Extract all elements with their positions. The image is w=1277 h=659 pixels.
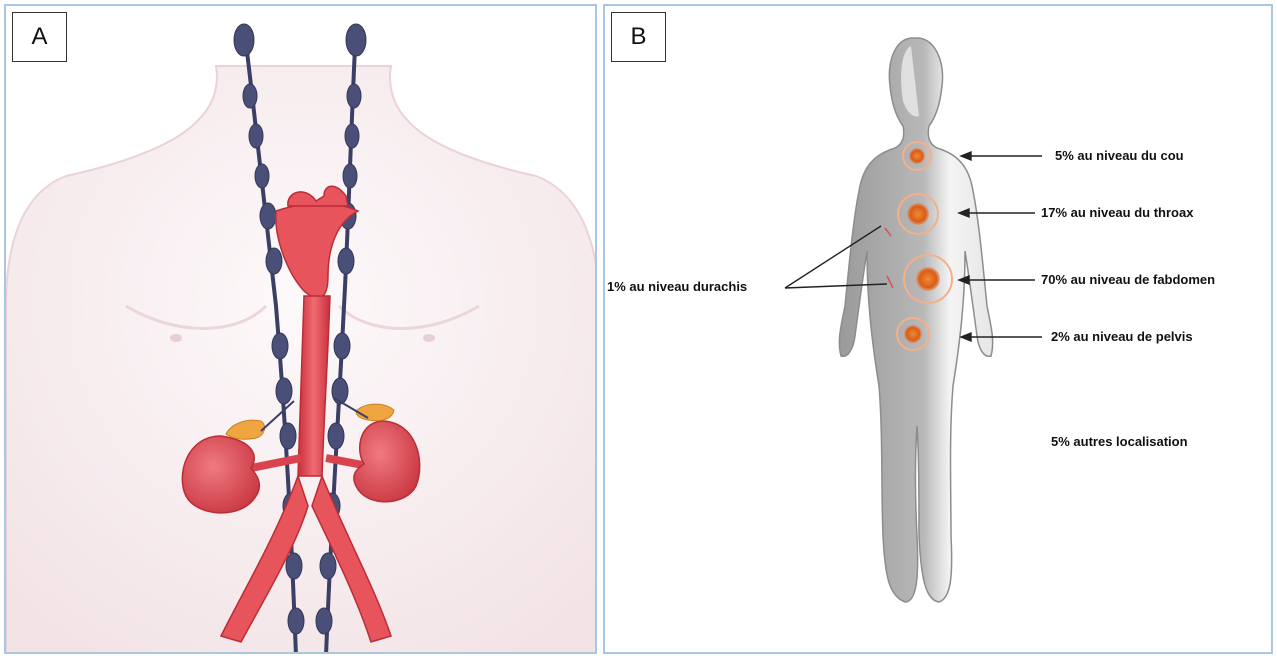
body-silhouette <box>839 38 992 602</box>
label-spine: 1% au niveau durachis <box>607 279 747 294</box>
label-other-sites: 5% autres localisation <box>1051 434 1188 449</box>
panel-a-badge: A <box>12 12 67 62</box>
panel-a: A <box>4 4 597 654</box>
kidney-left <box>182 436 259 513</box>
label-neck: 5% au niveau du cou <box>1055 148 1184 163</box>
panel-b-badge: B <box>611 12 666 62</box>
localisation-diagram: 5% au niveau du cou 17% au niveau du thr… <box>605 6 1273 654</box>
label-abdomen: 70% au niveau de fabdomen <box>1041 272 1215 287</box>
label-pelvis: 2% au niveau de pelvis <box>1051 329 1193 344</box>
anatomy-illustration <box>6 6 597 654</box>
adrenal-gland-right <box>356 404 394 421</box>
panel-b: 5% au niveau du cou 17% au niveau du thr… <box>603 4 1273 654</box>
label-thorax: 17% au niveau du throax <box>1041 205 1194 220</box>
